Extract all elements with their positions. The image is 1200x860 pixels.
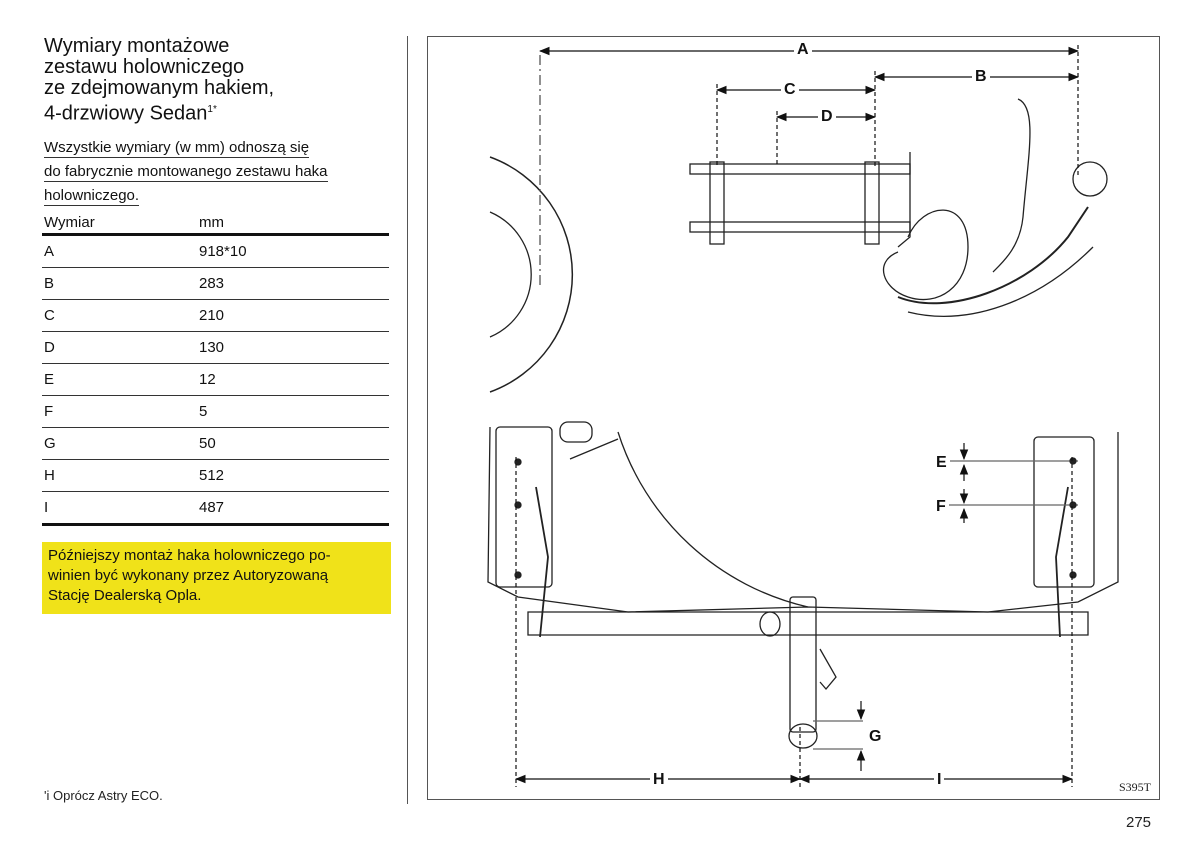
page-title: Wymiary montażowe zestawu holowniczego z… [44, 36, 374, 125]
label-g: G [866, 729, 885, 745]
left-arm [535, 486, 549, 638]
dimension-cell: A [42, 234, 199, 268]
title-line-1: Wymiary montażowe [44, 35, 230, 57]
dimension-cell: I [42, 491, 199, 526]
tow-ball [1072, 161, 1108, 197]
footnote: 'i Oprócz Astry ECO. [44, 788, 163, 803]
label-e: E [933, 455, 950, 471]
figure-code: S395T [1118, 780, 1151, 794]
note-line-1: Późniejszy montaż haka holowniczego po- [48, 547, 331, 564]
intro-text: Wszystkie wymiary (w mm) odnoszą się do … [44, 137, 384, 209]
value-cell: 5 [199, 395, 389, 428]
hook-neck [897, 206, 1089, 305]
title-superscript: 1* [207, 104, 217, 115]
left-mount-plate [495, 426, 553, 588]
label-f: F [933, 499, 949, 515]
title-line-4-text: 4-drzwiowy Sedan [44, 102, 208, 125]
dimension-cell: D [42, 331, 199, 364]
value-cell: 50 [199, 427, 389, 460]
intro-line-1: Wszystkie wymiary (w mm) odnoszą się [44, 139, 310, 158]
dimension-cell: F [42, 395, 199, 428]
safety-eye [759, 611, 781, 637]
label-d: D [818, 109, 836, 125]
dimension-lines [514, 45, 1080, 787]
bolt [1069, 457, 1077, 465]
wheel-inner-arc [489, 211, 532, 338]
label-h: H [650, 772, 668, 788]
value-cell: 512 [199, 459, 389, 492]
label-a: A [794, 42, 812, 58]
column-divider [407, 36, 408, 804]
hook-arm [882, 209, 969, 301]
dimension-cell: B [42, 267, 199, 300]
dealer-note: Późniejszy montaż haka holowniczego po- … [42, 542, 391, 614]
bolt [1069, 501, 1077, 509]
bumper-edge [897, 152, 911, 248]
title-line-4: 4-drzwiowy Sedan1* [44, 99, 374, 125]
value-cell: 918*10 [199, 234, 389, 268]
spare-wheel-arc [617, 431, 809, 608]
upper-rail [689, 163, 911, 175]
socket-bracket [819, 648, 837, 691]
lower-rail [689, 221, 911, 233]
hook-neck-lower [907, 246, 1094, 317]
text-column: Wymiary montażowe zestawu holowniczego z… [0, 0, 400, 860]
label-b: B [972, 69, 990, 85]
intro-line-2: do fabrycznie montowanego zestawu haka [44, 163, 328, 182]
bracket-tab [559, 421, 593, 443]
dimension-cell: C [42, 299, 199, 332]
bracket-right [864, 161, 880, 245]
rear-view [487, 421, 1119, 749]
page-number: 275 [1126, 814, 1152, 831]
dimension-cell: G [42, 427, 199, 460]
title-line-3: ze zdejmowanym hakiem, [44, 77, 275, 99]
body-outline [487, 426, 1119, 613]
side-view [489, 55, 1108, 393]
dimension-cell: H [42, 459, 199, 492]
crossbar [527, 611, 1089, 636]
bolt [1069, 571, 1077, 579]
value-cell: 130 [199, 331, 389, 364]
table-header-row: Wymiar mm [42, 211, 389, 236]
right-mount-plate [1033, 436, 1095, 588]
diagram-drawing [487, 45, 1119, 787]
title-line-2: zestawu holowniczego [44, 56, 245, 78]
cable-line [992, 98, 1031, 273]
right-arm [1055, 486, 1069, 638]
hook-ball-rear [788, 723, 818, 749]
value-cell: 12 [199, 363, 389, 396]
strut [569, 438, 619, 460]
value-cell: 283 [199, 267, 389, 300]
hook-stem [789, 596, 817, 733]
towbar-diagram: A B C D E F G H I S395T [427, 36, 1160, 800]
label-i: I [934, 772, 945, 788]
value-cell: 487 [199, 491, 389, 526]
column-header-mm: mm [199, 211, 389, 236]
intro-line-3: holowniczego. [44, 187, 140, 206]
label-c: C [781, 82, 799, 98]
note-line-2: winien być wykonany przez Autoryzowaną [48, 567, 329, 584]
note-line-3: Stację Dealerską Opla. [48, 587, 202, 604]
column-header-dimension: Wymiar [42, 211, 199, 236]
value-cell: 210 [199, 299, 389, 332]
wheel-outer-arc [489, 156, 574, 393]
dimension-cell: E [42, 363, 199, 396]
